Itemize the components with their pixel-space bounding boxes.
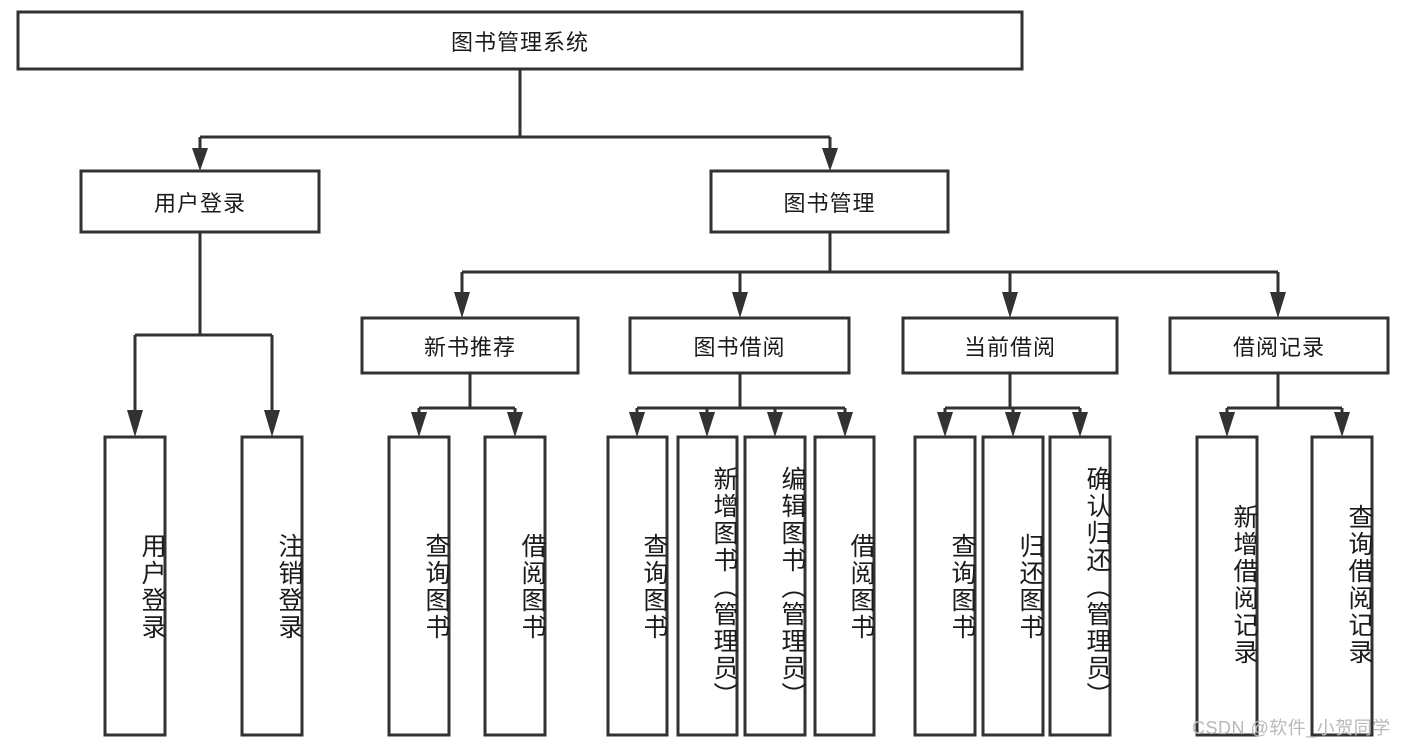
csdn-watermark: CSDN @软件_小贺同学	[1192, 718, 1391, 738]
arrow-head-icon	[837, 412, 853, 437]
arrow-head-icon	[264, 410, 280, 437]
connector-new-book-recommend-to-leaves	[411, 373, 523, 437]
connector-book-management-to-level3	[454, 232, 1286, 318]
node-box-leaf-query-record[interactable]	[1310, 435, 1374, 737]
arrow-head-icon	[507, 412, 523, 437]
node-box-new-book-recommend[interactable]	[360, 316, 580, 375]
node-box-leaf-borrow-book-2[interactable]	[813, 435, 876, 737]
node-box-leaf-add-record[interactable]	[1195, 435, 1259, 737]
arrow-head-icon	[1005, 412, 1021, 437]
node-box-leaf-query-book-2[interactable]	[606, 435, 669, 737]
arrow-head-icon	[1219, 412, 1235, 437]
node-box-user-login[interactable]	[79, 169, 321, 234]
node-box-book-borrow[interactable]	[628, 316, 851, 375]
arrow-head-icon	[127, 410, 143, 437]
node-box-leaf-user-login[interactable]	[103, 435, 167, 737]
arrow-head-icon	[454, 292, 470, 318]
connector-borrow-records-to-leaves	[1219, 373, 1350, 437]
arrow-head-icon	[732, 292, 748, 318]
arrow-head-icon	[629, 412, 645, 437]
node-box-leaf-edit-book[interactable]	[743, 435, 807, 737]
node-box-leaf-add-book[interactable]	[676, 435, 739, 737]
arrow-head-icon	[937, 412, 953, 437]
connector-root-to-level2	[192, 69, 838, 171]
arrow-head-icon	[822, 148, 838, 171]
connector-book-borrow-to-leaves	[629, 373, 853, 437]
node-box-leaf-borrow-book-1[interactable]	[483, 435, 547, 737]
arrow-head-icon	[192, 148, 208, 171]
node-box-leaf-return-book[interactable]	[981, 435, 1045, 737]
arrow-head-icon	[1270, 292, 1286, 318]
arrow-head-icon	[1002, 292, 1018, 318]
node-box-leaf-query-book-3[interactable]	[913, 435, 977, 737]
node-box-borrow-records[interactable]	[1168, 316, 1390, 375]
arrow-head-icon	[411, 412, 427, 437]
connector-current-borrow-to-leaves	[937, 373, 1088, 437]
node-box-leaf-logout[interactable]	[240, 435, 304, 737]
node-box-leaf-confirm-return[interactable]	[1048, 435, 1112, 737]
node-box-book-management[interactable]	[709, 169, 950, 234]
arrow-head-icon	[1072, 412, 1088, 437]
node-box-root[interactable]	[16, 10, 1024, 71]
connector-user-login-to-leaves	[127, 232, 280, 437]
arrow-head-icon	[699, 412, 715, 437]
arrow-head-icon	[767, 412, 783, 437]
node-box-leaf-query-book-1[interactable]	[387, 435, 451, 737]
arrow-head-icon	[1334, 412, 1350, 437]
node-box-current-borrow[interactable]	[901, 316, 1119, 375]
